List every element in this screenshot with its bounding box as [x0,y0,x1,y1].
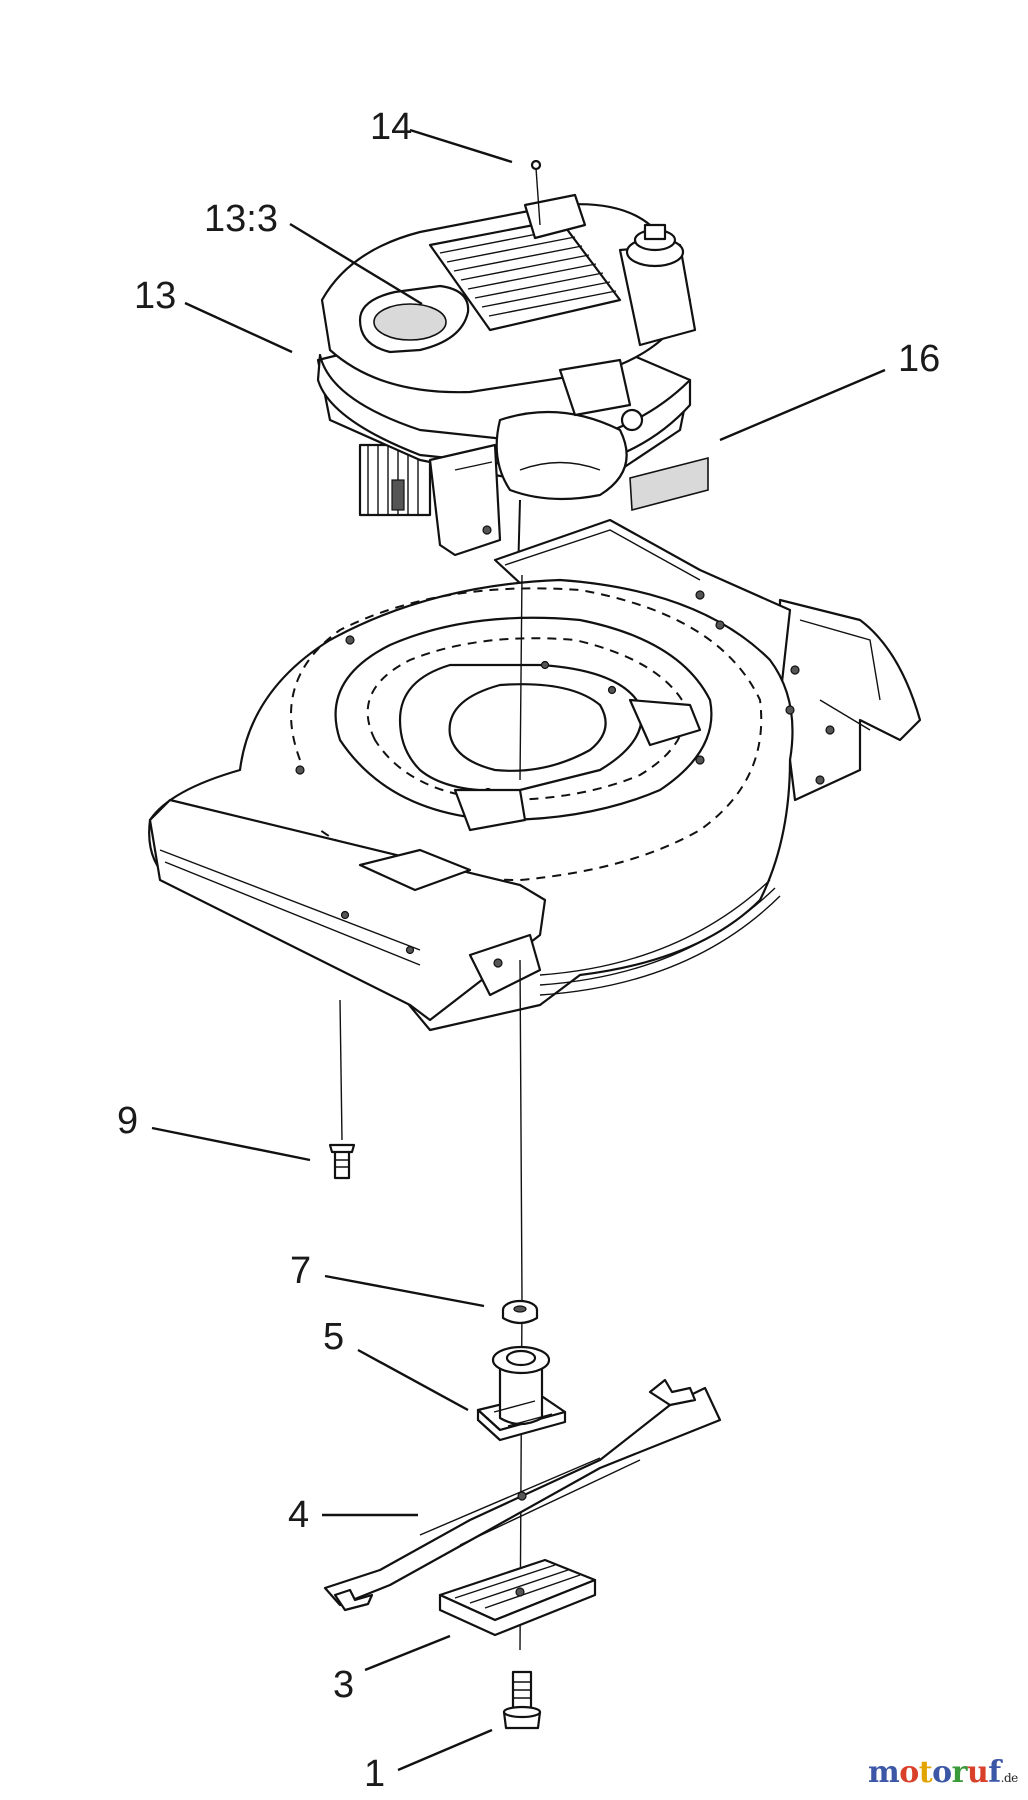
blade-nut-washer [501,1299,539,1325]
mower-deck [148,518,922,1032]
callout-5: 5 [323,1316,345,1358]
leader-13 [184,301,293,354]
callout-1: 1 [364,1753,386,1795]
leader-13-3 [289,222,423,306]
callout-3: 3 [333,1664,355,1706]
watermark-letter: t [918,1755,933,1790]
blade-bolt [502,1670,542,1730]
deck-bolt [328,1143,356,1180]
leader-7 [324,1274,485,1308]
blade-stiffener-plate [438,1558,597,1637]
watermark-letter: r [951,1755,968,1790]
mower-blade [323,1378,722,1612]
motoruf-watermark: motoruf.de [868,1758,1018,1788]
leader-1 [397,1728,493,1772]
watermark-letter: u [966,1755,989,1790]
callout-4: 4 [288,1494,310,1536]
engine-front-housing [428,443,502,557]
decal-label [629,456,709,512]
callout-16: 16 [898,338,941,380]
callout-7: 7 [290,1250,312,1292]
callout-13: 13 [134,275,177,317]
fuel-cap [618,223,697,347]
leader-5 [357,1348,469,1412]
engine-mount-screw [530,159,542,171]
leader-9 [151,1126,311,1162]
watermark-letter: m [868,1755,900,1790]
leader-3 [364,1634,451,1672]
leader-16 [719,368,886,442]
engine-cover-badge [358,284,470,354]
watermark-letter: f [988,1755,1001,1790]
discharge-chute [778,598,922,802]
watermark-letter: o [932,1755,952,1790]
watermark-letter: o [899,1755,919,1790]
callout-9: 9 [117,1100,139,1142]
deck-front-bumper [148,798,547,1022]
engine-vent-grille [428,218,622,332]
leader-14 [409,128,513,164]
engine [316,193,697,576]
leader-lines [151,128,886,1772]
callout-13-3: 13:3 [204,198,278,240]
watermark-tld: .de [1000,1771,1019,1785]
blade-adapter [476,1345,567,1442]
callout-14: 14 [370,106,413,148]
